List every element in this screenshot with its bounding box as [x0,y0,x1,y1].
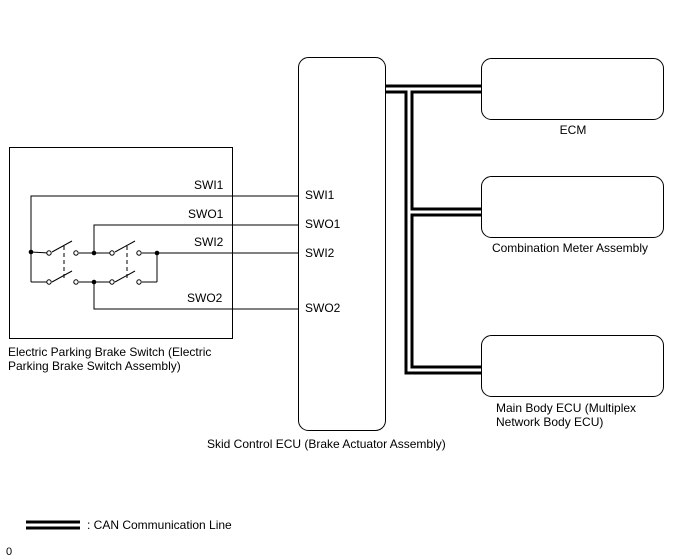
switch-assembly-label: Electric Parking Brake Switch (Electric … [8,345,212,373]
junction-dots [28,249,160,285]
main-body-ecu-box [481,335,664,397]
ecu-pin-swi2: SWI2 [305,246,335,260]
switch-assembly-box [9,147,233,339]
skid-control-ecu-label: Skid Control ECU (Brake Actuator Assembl… [207,437,446,451]
can-bus [386,84,481,375]
switch-pin-swo1: SWO1 [188,207,224,221]
ecm-box [481,58,664,120]
signal-wires [30,195,298,310]
combination-meter-box [481,176,664,238]
ecu-pin-swi1: SWI1 [305,188,335,202]
skid-control-ecu-box [298,57,386,431]
main-body-ecu-label: Main Body ECU (Multiplex Network Body EC… [496,401,637,429]
legend-can-line-label: : CAN Communication Line [87,518,232,532]
ecm-label: ECM [559,123,587,137]
switch-contacts [30,240,158,283]
figure-code: 0 [6,546,13,558]
switch-terminals [46,250,142,285]
ecu-pin-swo2: SWO2 [305,301,341,315]
ecu-pin-swo1: SWO1 [305,217,341,231]
combination-meter-label: Combination Meter Assembly [491,241,649,255]
switch-pin-swi1: SWI1 [194,178,224,192]
switch-pin-swi2: SWI2 [194,235,224,249]
switch-pin-swo2: SWO2 [187,291,223,305]
